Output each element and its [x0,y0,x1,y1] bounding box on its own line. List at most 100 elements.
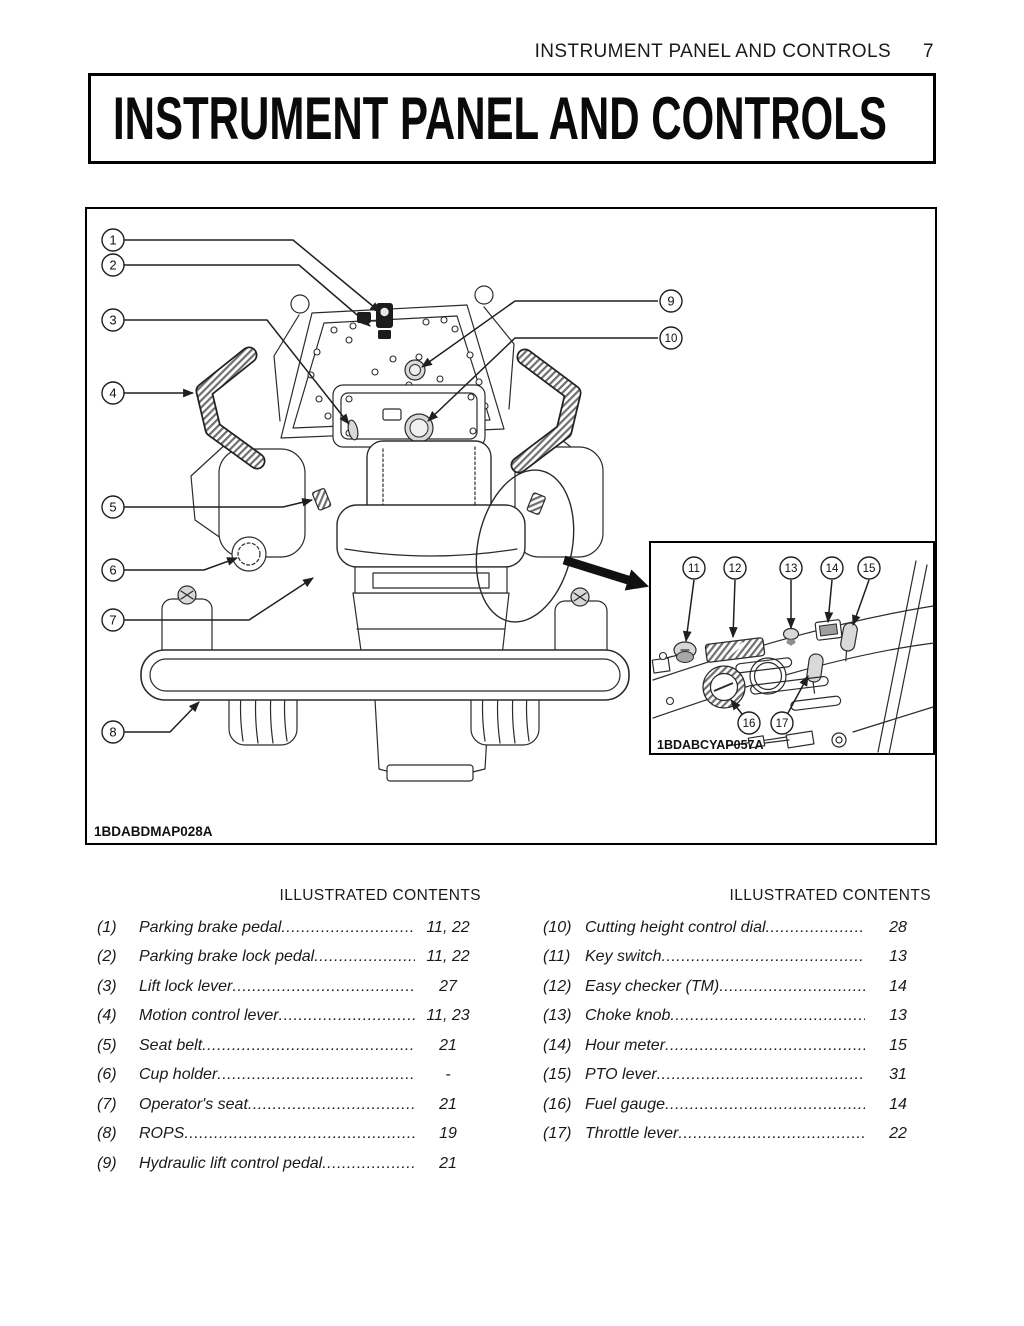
toc-dot-leader [657,1065,865,1085]
toc-item: (10)Cutting height control dial28 [543,918,931,947]
inset-figure-label: 1BDABCYAP057A [657,738,764,752]
toc-item-label: Fuel gauge [585,1095,666,1113]
toc-dot-leader [766,918,865,938]
toc-item-label: Lift lock lever [139,977,233,995]
toc-item-number: (17) [543,1125,572,1143]
mower-diagram: 1BDABCYAP057A 1 2 3 4 5 6 [94,228,935,839]
panel-slots [735,657,842,711]
toc-item-page: 19 [439,1125,457,1143]
toc-item: (9)Hydraulic lift control pedal21 [97,1154,481,1183]
motion-control-levers [195,346,582,474]
page-header: INSTRUMENT PANEL AND CONTROLS 7 [535,42,934,62]
callout-6: 6 [101,558,125,582]
toc-item-number: (2) [97,948,117,966]
toc-dot-leader [248,1095,415,1115]
svg-text:7: 7 [109,613,116,628]
toc-item-label: Motion control lever [139,1007,279,1025]
toc-item-label: ROPS [139,1125,185,1143]
toc-item-label: Parking brake lock pedal [139,948,315,966]
main-figure-label: 1BDABDMAP028A [94,824,213,839]
toc-dot-leader [232,977,415,997]
running-section-title: INSTRUMENT PANEL AND CONTROLS [534,41,892,62]
toc-item-label: PTO lever [585,1066,657,1084]
toc-item-label: Choke knob [585,1007,671,1025]
toc-item: (13)Choke knob13 [543,1006,931,1035]
toc-dot-leader [670,1006,865,1026]
figure-box: 1BDABCYAP057A 1 2 3 4 5 6 [85,207,937,845]
toc-item: (12) Easy checker (TM) 14 [543,977,931,1006]
toc-item: (16)Fuel gauge14 [543,1095,931,1124]
page-number: 7 [923,41,934,62]
toc-item-page: 14 [889,977,907,995]
machine-drawing [140,285,649,782]
toc-left-header: ILLUSTRATED CONTENTS [279,887,481,904]
callout-7: 7 [101,608,125,632]
callout-15: 15 [857,556,881,580]
toc-item-number: (6) [97,1066,117,1084]
svg-text:1: 1 [109,233,116,248]
toc-dot-leader [202,1036,415,1056]
callout-4: 4 [101,381,125,405]
callout-8: 8 [101,720,125,744]
toc-item-page: 22 [889,1125,907,1143]
toc-item-label: Hydraulic lift control pedal [139,1154,323,1172]
svg-text:10: 10 [665,333,678,345]
toc-item: (3)Lift lock lever27 [97,977,481,1006]
toc-item-number: (5) [97,1036,117,1054]
toc-item: (5)Seat belt21 [97,1036,481,1065]
detail-highlight-ellipse [475,469,575,623]
toc-dot-leader [322,1154,415,1174]
toc-item-label: Easy checker (TM) [585,977,720,995]
toc-item-number: (12) [543,977,572,995]
toc-item: (1)Parking brake pedal11, 22 [97,918,481,947]
toc-item-number: (4) [97,1007,117,1025]
svg-text:6: 6 [109,563,116,578]
callout-10: 10 [659,326,683,350]
callouts: 1 2 3 4 5 6 7 8 9 10 11 12 13 14 15 16 1… [101,228,881,744]
svg-text:14: 14 [826,563,839,575]
toc-dot-leader [661,947,865,967]
toc-item-page: 21 [439,1095,457,1113]
toc-item-page: 15 [889,1036,907,1054]
pto-lever [840,622,858,662]
svg-text:16: 16 [743,718,756,730]
easy-checker-display [704,637,766,663]
fuel-tanks [161,585,608,664]
callout-3: 3 [101,308,125,332]
toc-item-number: (8) [97,1125,117,1143]
key-switch [673,641,697,663]
toc-item-page: 14 [889,1095,907,1113]
svg-text:5: 5 [109,500,116,515]
toc-item-page: 28 [889,919,907,936]
svg-text:4: 4 [109,386,116,401]
callout-12: 12 [723,556,747,580]
toc-item-page: 27 [439,977,457,995]
toc-dot-leader [665,1095,865,1115]
toc-item-page: 11, 22 [426,919,470,936]
toc-dot-leader [279,1006,415,1026]
inset-leader-lines [682,579,870,715]
callout-1: 1 [101,228,125,252]
svg-text:17: 17 [776,718,789,730]
toc-dot-leader [665,1036,865,1056]
toc-item-page: - [445,1066,451,1084]
gauge-recess [749,657,787,695]
toc-item-number: (10) [543,919,572,936]
toc-item: (4)Motion control lever11, 23 [97,1006,481,1035]
toc-item: (2)Parking brake lock pedal11, 22 [97,947,481,976]
toc-item-label: Key switch [585,948,662,966]
callout-11: 11 [682,556,706,580]
toc-dot-leader [281,918,415,938]
toc-dot-leader [314,947,415,967]
rops-bar [140,649,630,701]
right-fender [514,446,604,558]
hour-meter [814,619,843,641]
svg-text:2: 2 [109,258,116,273]
svg-text:11: 11 [688,563,700,575]
toc-item: (7)Operator's seat21 [97,1095,481,1124]
toc-item-page: 13 [889,1007,907,1025]
toc-item: (15)PTO lever31 [543,1065,931,1094]
page-title: INSTRUMENT PANEL AND CONTROLS [113,85,887,152]
seat-belt-buckle [526,492,546,515]
